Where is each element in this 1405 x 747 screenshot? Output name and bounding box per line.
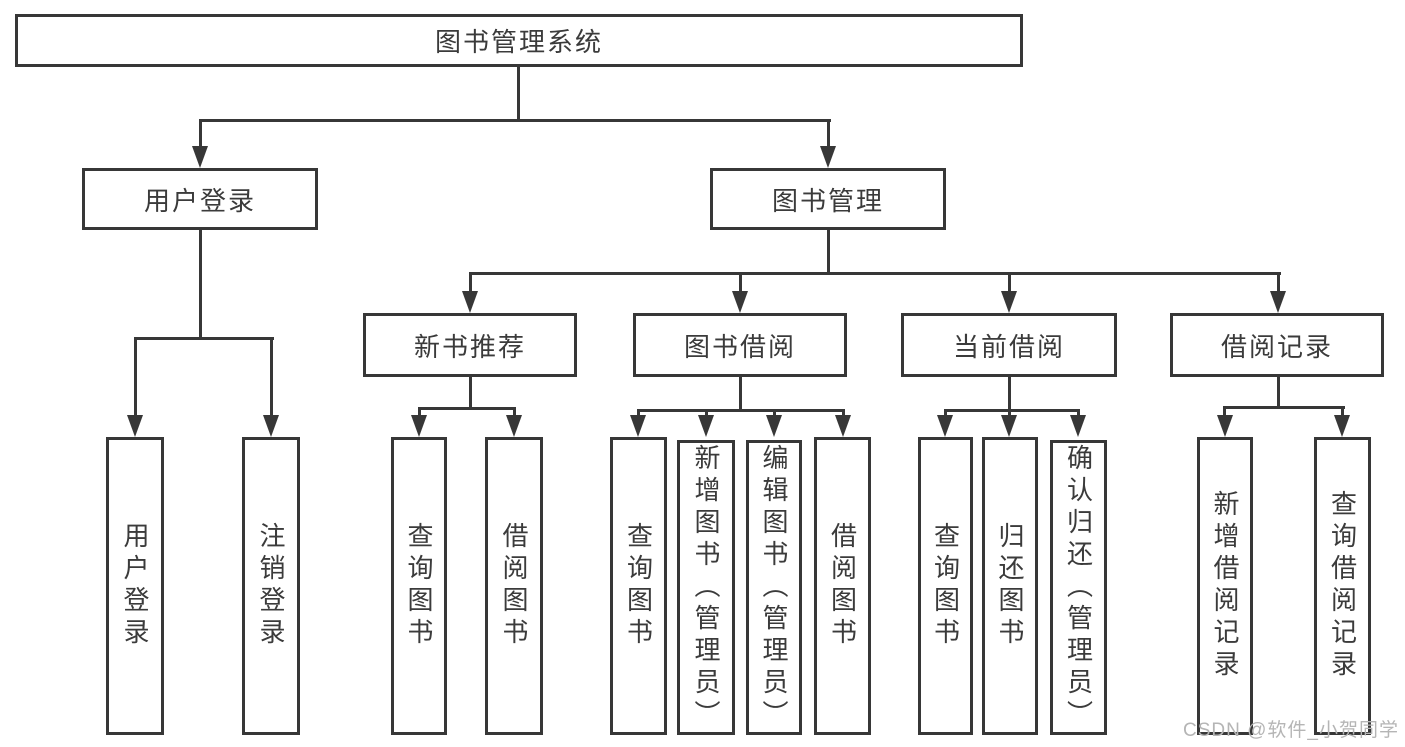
arrowhead-down-icon (1270, 291, 1286, 313)
arrowhead-down-icon (937, 415, 953, 437)
arrowhead-down-icon (1334, 415, 1350, 437)
leaf-borrow-books-recommend: 借阅图书 (485, 437, 543, 735)
connector-line (637, 409, 845, 412)
node-user-login: 用户登录 (82, 168, 318, 230)
node-new-book-recommend: 新书推荐 (363, 313, 577, 377)
connector-line (944, 409, 1080, 412)
node-book-management: 图书管理 (710, 168, 946, 230)
leaf-logout: 注销登录 (242, 437, 300, 735)
node-label: 借阅图书 (499, 522, 529, 650)
node-label: 编辑图书（管理员） (759, 443, 789, 732)
connector-line (199, 119, 202, 148)
connector-line (739, 272, 742, 293)
node-label: 查询图书 (930, 522, 961, 650)
connector-line (1008, 409, 1011, 417)
connector-line (418, 407, 516, 410)
arrowhead-down-icon (462, 291, 478, 313)
arrowhead-down-icon (1001, 291, 1017, 313)
connector-line (418, 407, 421, 417)
connector-line (637, 409, 640, 417)
node-label: 用户登录 (120, 522, 150, 650)
csdn-watermark: CSDN @软件_小贺同学 (1183, 720, 1399, 741)
arrowhead-down-icon (263, 415, 279, 437)
leaf-add-books-admin: 新增图书（管理员） (677, 440, 735, 735)
arrowhead-down-icon (1217, 415, 1233, 437)
node-label: 用户登录 (143, 185, 256, 216)
leaf-borrow-books: 借阅图书 (814, 437, 871, 735)
node-root-library-system: 图书管理系统 (15, 14, 1023, 67)
arrowhead-down-icon (127, 415, 143, 437)
arrowhead-down-icon (698, 415, 714, 437)
leaf-user-login: 用户登录 (106, 437, 164, 735)
connector-line (842, 409, 845, 417)
node-label: 新书推荐 (413, 331, 526, 362)
leaf-edit-books-admin: 编辑图书（管理员） (746, 440, 802, 735)
leaf-query-books-recommend: 查询图书 (391, 437, 447, 735)
arrowhead-down-icon (411, 415, 427, 437)
connector-line (513, 407, 516, 417)
connector-line (199, 119, 831, 122)
node-label: 图书管理系统 (434, 27, 603, 57)
connector-line (1077, 409, 1080, 417)
connector-line (1223, 406, 1226, 417)
arrowhead-down-icon (820, 146, 836, 168)
node-label: 借阅图书 (827, 522, 858, 650)
node-borrow-records: 借阅记录 (1170, 313, 1384, 377)
connector-line (827, 230, 830, 272)
arrowhead-down-icon (732, 291, 748, 313)
connector-line (739, 377, 742, 409)
arrowhead-down-icon (192, 146, 208, 168)
node-book-borrow: 图书借阅 (633, 313, 847, 377)
node-label: 查询借阅记录 (1327, 490, 1358, 682)
node-current-borrow: 当前借阅 (901, 313, 1117, 377)
arrowhead-down-icon (1070, 415, 1086, 437)
connector-line (469, 377, 472, 407)
connector-line (944, 409, 947, 417)
leaf-query-borrow-record: 查询借阅记录 (1314, 437, 1371, 735)
arrowhead-down-icon (835, 415, 851, 437)
connector-line (469, 272, 1281, 275)
leaf-query-books-current: 查询图书 (918, 437, 973, 735)
node-label: 新增图书（管理员） (691, 443, 721, 732)
connector-line (1008, 272, 1011, 293)
connector-line (705, 409, 708, 417)
node-label: 借阅记录 (1220, 331, 1333, 362)
connector-line (270, 337, 273, 415)
leaf-return-books: 归还图书 (982, 437, 1038, 735)
arrowhead-down-icon (766, 415, 782, 437)
connector-line (134, 337, 274, 340)
node-label: 查询图书 (623, 522, 654, 650)
node-label: 新增借阅记录 (1210, 490, 1240, 682)
leaf-add-borrow-record: 新增借阅记录 (1197, 437, 1253, 735)
arrowhead-down-icon (1001, 415, 1017, 437)
connector-line (773, 409, 776, 417)
leaf-query-books-borrow: 查询图书 (610, 437, 667, 735)
node-label: 归还图书 (995, 522, 1025, 650)
connector-line (1008, 377, 1011, 409)
connector-line (517, 67, 520, 119)
connector-line (134, 337, 137, 415)
connector-line (1223, 406, 1345, 409)
node-label: 查询图书 (404, 522, 434, 650)
node-label: 图书借阅 (683, 331, 796, 362)
leaf-confirm-return-admin: 确认归还（管理员） (1050, 440, 1107, 735)
connector-line (469, 272, 472, 293)
arrowhead-down-icon (630, 415, 646, 437)
arrowhead-down-icon (506, 415, 522, 437)
connector-line (199, 230, 202, 337)
node-label: 图书管理 (771, 185, 884, 216)
connector-line (1277, 272, 1280, 293)
node-label: 注销登录 (256, 522, 286, 650)
connector-line (1277, 377, 1280, 406)
connector-line (827, 119, 830, 148)
node-label: 当前借阅 (952, 331, 1065, 362)
connector-line (1341, 406, 1344, 417)
node-label: 确认归还（管理员） (1063, 443, 1094, 732)
